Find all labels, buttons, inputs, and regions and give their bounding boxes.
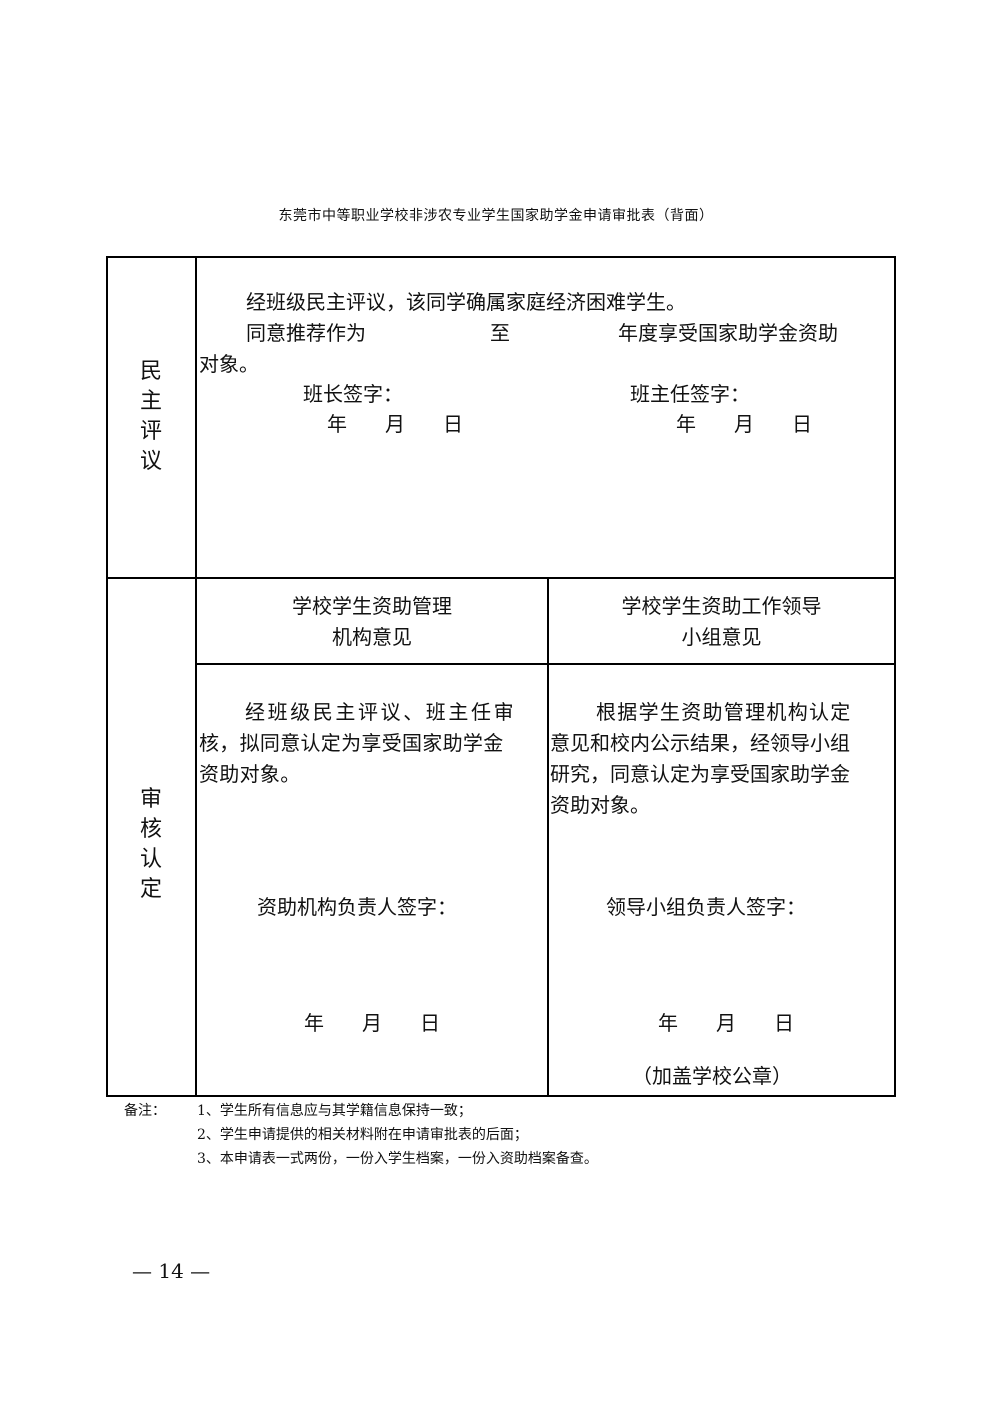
leadership-text-line3: 研究，同意认定为享受国家助学金 <box>550 762 850 786</box>
admin-text-line3: 资助对象。 <box>199 762 301 786</box>
leadership-text-line1: 根据学生资助管理机构认定 <box>596 700 852 724</box>
admin-header-line1: 学校学生资助管理 <box>292 594 452 618</box>
opinion-header-divider <box>195 663 896 665</box>
admin-signature-label: 资助机构负责人签字： <box>257 895 457 919</box>
section-label-democratic-review: 民主评议 <box>139 359 162 474</box>
table-border-bottom <box>106 1095 896 1097</box>
table-border-left <box>106 256 108 1097</box>
notes-label: 备注： <box>124 1103 166 1119</box>
recommend-suffix: 年度享受国家助学金资助 <box>618 321 838 345</box>
date-day: 日 <box>774 1011 794 1035</box>
date-year: 年 <box>658 1011 678 1035</box>
date-year: 年 <box>304 1011 324 1035</box>
section-label-review-approval: 审核认定 <box>139 787 162 902</box>
opinion-column-divider <box>547 577 549 1097</box>
date-month: 月 <box>716 1011 736 1035</box>
table-border-right <box>894 256 896 1097</box>
notes-list: 1、学生所有信息应与其学籍信息保持一致； 2、学生申请提供的相关材料附在申请审批… <box>197 1099 598 1171</box>
recommend-prefix: 同意推荐作为 <box>246 321 366 345</box>
form-title: 东莞市中等职业学校非涉农专业学生国家助学金申请审批表（背面） <box>278 208 714 224</box>
monitor-date: 年月日 <box>327 409 463 440</box>
monitor-signature-label: 班长签字： <box>303 382 403 406</box>
admin-header-line2: 机构意见 <box>332 625 412 649</box>
school-seal-note: （加盖学校公章） <box>632 1064 792 1088</box>
section-divider <box>106 577 896 579</box>
date-month: 月 <box>385 412 405 436</box>
leadership-signature-label: 领导小组负责人签字： <box>606 895 806 919</box>
teacher-date: 年月日 <box>676 409 812 440</box>
leadership-opinion-header: 学校学生资助工作领导 小组意见 <box>549 591 894 653</box>
table-border-top <box>106 256 896 258</box>
date-month: 月 <box>734 412 754 436</box>
leadership-text-line4: 资助对象。 <box>550 793 650 817</box>
date-day: 日 <box>443 412 463 436</box>
teacher-signature-label: 班主任签字： <box>630 382 750 406</box>
recommend-to: 至 <box>490 321 510 345</box>
admin-opinion-text: 经班级民主评议、班主任审 核，拟同意认定为享受国家助学金 资助对象。 <box>199 697 547 790</box>
admin-text-line1: 经班级民主评议、班主任审 <box>245 700 517 724</box>
recommend-object: 对象。 <box>199 352 259 376</box>
date-year: 年 <box>327 412 347 436</box>
page-number: — 14 — <box>132 1259 211 1283</box>
note-item: 3、本申请表一式两份，一份入学生档案，一份入资助档案备查。 <box>197 1151 598 1167</box>
note-item: 1、学生所有信息应与其学籍信息保持一致； <box>197 1103 472 1119</box>
admin-opinion-header: 学校学生资助管理 机构意见 <box>197 591 547 653</box>
date-month: 月 <box>362 1011 382 1035</box>
date-day: 日 <box>792 412 812 436</box>
leadership-header-line1: 学校学生资助工作领导 <box>621 594 822 618</box>
leadership-opinion-text: 根据学生资助管理机构认定 意见和校内公示结果，经领导小组 研究，同意认定为享受国… <box>550 697 894 821</box>
label-column-divider <box>195 256 197 1097</box>
leadership-text-line2: 意见和校内公示结果，经领导小组 <box>550 731 850 755</box>
date-year: 年 <box>676 412 696 436</box>
leadership-header-line2: 小组意见 <box>681 625 762 649</box>
note-item: 2、学生申请提供的相关材料附在申请审批表的后面； <box>197 1127 528 1143</box>
admin-text-line2: 核，拟同意认定为享受国家助学金 <box>199 731 504 755</box>
leadership-date: 年月日 <box>658 1008 794 1039</box>
review-statement: 经班级民主评议，该同学确属家庭经济困难学生。 <box>246 290 686 314</box>
admin-date: 年月日 <box>304 1008 440 1039</box>
date-day: 日 <box>420 1011 440 1035</box>
